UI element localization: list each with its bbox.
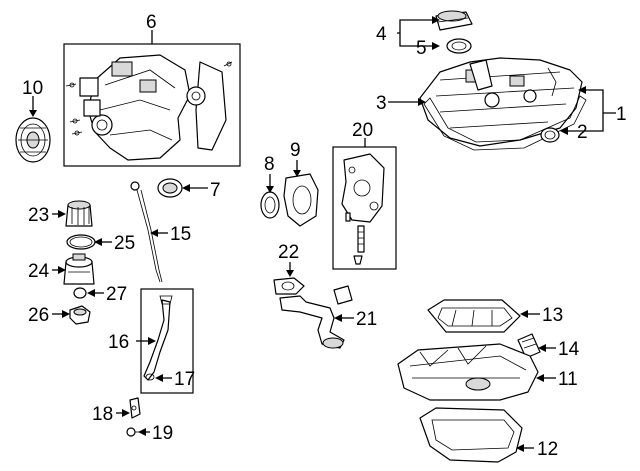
callout-11: 11 xyxy=(558,369,578,390)
seal-retainer xyxy=(283,173,319,227)
callout-12: 12 xyxy=(537,439,558,460)
upper-oil-pan xyxy=(397,343,539,401)
valve-cover xyxy=(419,57,583,147)
callout-10: 10 xyxy=(22,78,43,99)
rear-main-seal xyxy=(260,191,280,219)
front-crank-seal xyxy=(157,178,183,198)
oil-pan-baffle xyxy=(427,299,521,333)
lower-oil-pan xyxy=(419,407,523,463)
callout-26: 26 xyxy=(28,305,49,326)
timing-cover-assembly xyxy=(63,30,241,167)
callout-1: 1 xyxy=(616,104,627,125)
callout-7: 7 xyxy=(210,180,221,201)
callout-16: 16 xyxy=(108,332,129,353)
callout-6: 6 xyxy=(146,12,157,33)
callout-4: 4 xyxy=(376,24,387,45)
oil-strainer-plate xyxy=(517,333,541,359)
callout-27: 27 xyxy=(106,284,127,305)
callout-17: 17 xyxy=(174,369,195,390)
spark-plug-tube-seal xyxy=(540,127,560,143)
crankshaft-pulley xyxy=(15,96,51,163)
callout-5: 5 xyxy=(416,38,427,59)
callout-9: 9 xyxy=(290,140,301,161)
valve-cover-gasket xyxy=(423,95,587,151)
oil-pump-assembly xyxy=(332,138,397,270)
oil-dipstick xyxy=(130,181,163,283)
oil-filter-element xyxy=(65,200,93,227)
callout-24: 24 xyxy=(28,261,50,282)
callout-21: 21 xyxy=(356,309,377,330)
oil-filler-cap xyxy=(435,10,473,31)
drain-plug xyxy=(69,305,91,325)
callout-2: 2 xyxy=(577,122,588,143)
dipstick-bracket xyxy=(129,397,141,419)
callout-14: 14 xyxy=(558,339,580,360)
callout-25: 25 xyxy=(114,233,135,254)
callout-3: 3 xyxy=(376,93,387,114)
callout-15: 15 xyxy=(170,224,191,245)
callout-22: 22 xyxy=(278,242,299,263)
callout-18: 18 xyxy=(92,404,113,425)
pickup-gasket xyxy=(273,277,305,295)
callout-8: 8 xyxy=(264,154,275,175)
oil-cap-gasket xyxy=(446,38,472,54)
callout-19: 19 xyxy=(152,423,173,444)
callout-20: 20 xyxy=(352,120,373,141)
callout-23: 23 xyxy=(28,205,49,226)
drain-plug-gasket xyxy=(73,287,87,299)
callout-13: 13 xyxy=(542,305,563,326)
oil-filter-housing xyxy=(63,253,95,285)
oil-filter-o-ring xyxy=(66,234,96,250)
oil-pickup-tube xyxy=(279,285,353,349)
